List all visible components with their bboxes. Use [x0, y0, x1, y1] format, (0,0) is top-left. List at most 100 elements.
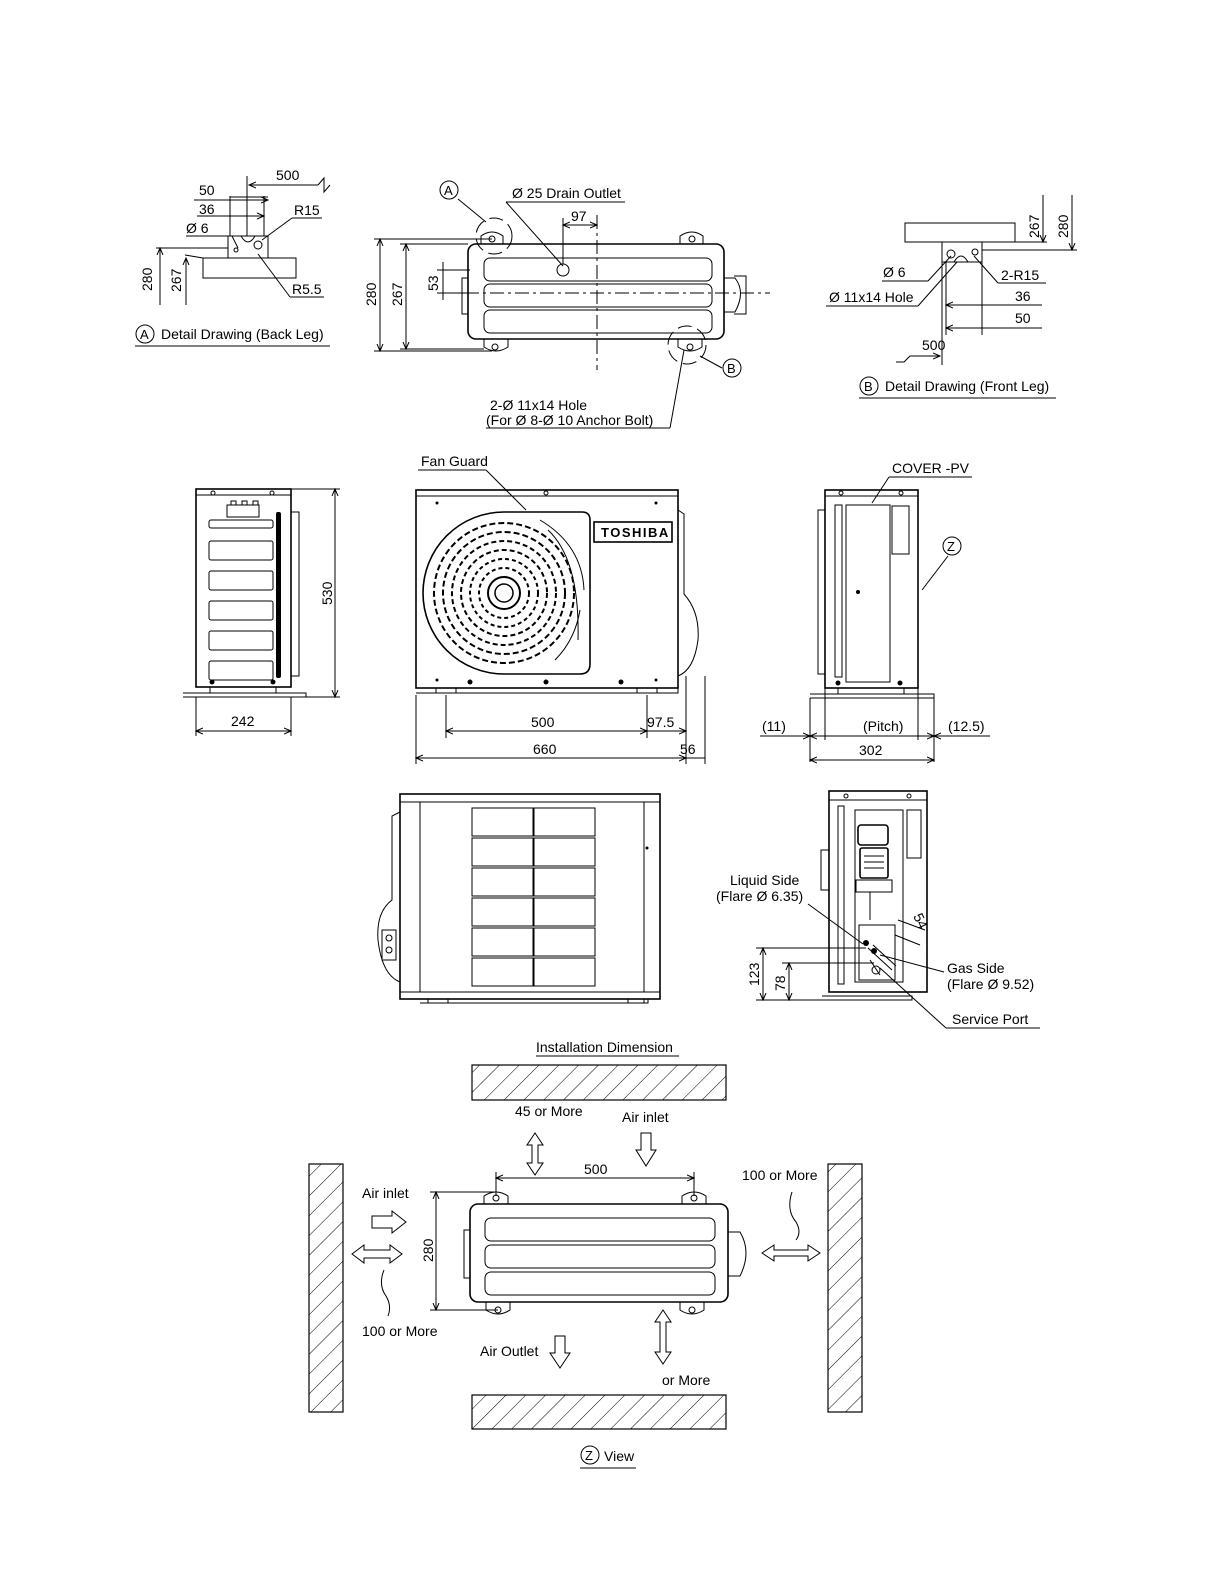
wall-top [471, 1064, 727, 1101]
dim-97-5: 97.5 [647, 714, 674, 730]
detail-a-back-leg: 500 50 36 R15 Ø 6 R5.5 280 267 A Detail … [135, 167, 331, 347]
dim-242: 242 [231, 713, 255, 729]
fan-guard-outline [422, 511, 591, 675]
dim-660: 660 [533, 741, 557, 757]
brand-plate [593, 521, 673, 543]
rear-view [377, 793, 661, 1004]
service-port-label: Service Port [952, 1011, 1028, 1027]
leg-bracket [941, 241, 983, 263]
fan-hub [494, 583, 514, 603]
right-clearance-label: 100 or More [742, 1167, 818, 1183]
installation-title: Installation Dimension [536, 1039, 673, 1055]
foot-plate [904, 222, 1016, 243]
z-view-caption: Z View [580, 1445, 636, 1469]
dim-123: 123 [746, 962, 762, 986]
left-clearance-arrow [351, 1244, 403, 1264]
marker-z: Z [947, 539, 955, 554]
air-outlet-arrow [549, 1335, 571, 1369]
brand-logo: TOSHIBA [601, 525, 670, 540]
air-inlet-left-arrow [371, 1209, 407, 1235]
cover-pv [845, 504, 891, 683]
left-grille [208, 519, 274, 681]
leg-bracket [227, 235, 269, 259]
front-view: TOSHIBA Fan Guard 500 97.5 660 56 [416, 453, 706, 764]
dim-12-5: (12.5) [948, 718, 985, 734]
hole-label-2: (For Ø 8-Ø 10 Anchor Bolt) [486, 412, 653, 428]
dim-500: 500 [584, 1161, 608, 1177]
right-side-view: COVER -PV Z (11) (Pitch) (12.5) 302 [760, 460, 990, 762]
bottom-clearance-label: or More [662, 1372, 710, 1388]
install-unit [469, 1203, 729, 1303]
dim-280: 280 [363, 282, 379, 306]
liquid-side-label-2: (Flare Ø 6.35) [716, 888, 803, 904]
dim-r5-5: R5.5 [292, 281, 322, 297]
dim-78: 78 [772, 975, 788, 991]
cover-pv-label: COVER -PV [892, 460, 970, 476]
dim-280: 280 [420, 1238, 436, 1262]
service-valve-view: Liquid Side (Flare Ø 6.35) Gas Side (Fla… [716, 790, 1040, 1029]
detail-a-title: Detail Drawing (Back Leg) [161, 326, 324, 342]
dim-phi6: Ø 6 [186, 220, 209, 236]
foot-plate [202, 257, 297, 279]
rear-grille [471, 807, 596, 987]
wall-right [827, 1163, 863, 1413]
left-clearance-label: 100 or More [362, 1323, 438, 1339]
rear-valve-box [381, 929, 397, 961]
dim-2-r15: 2-R15 [1001, 267, 1039, 283]
right-clearance-arrow [761, 1244, 821, 1262]
hole-label: Ø 11x14 Hole [829, 289, 914, 305]
top-view: Ø 25 Drain Outlet 97 53 280 267 A B 2-Ø … [363, 180, 770, 429]
gas-side-label-2: (Flare Ø 9.52) [947, 976, 1034, 992]
installation-dimension: Installation Dimension 500 280 45 [308, 1039, 863, 1430]
dim-50: 50 [199, 182, 215, 198]
wall-left [308, 1163, 344, 1413]
detail-b-title: Detail Drawing (Front Leg) [885, 378, 1049, 394]
right-body [824, 489, 919, 689]
dim-phi6: Ø 6 [883, 264, 906, 280]
drain-label: Ø 25 Drain Outlet [512, 185, 621, 201]
dim-56: 56 [680, 741, 696, 757]
dim-267: 267 [389, 282, 405, 306]
valve-side-body [828, 790, 928, 993]
detail-a-callout-circle [475, 217, 513, 255]
dim-97: 97 [571, 208, 587, 224]
dim-500: 500 [922, 337, 946, 353]
dim-280: 280 [139, 267, 155, 291]
detail-b-callout-circle [667, 325, 707, 365]
liquid-side-label-1: Liquid Side [730, 872, 799, 888]
dim-267: 267 [1026, 214, 1042, 238]
air-inlet-top-label: Air inlet [622, 1109, 669, 1125]
wall-bottom [471, 1394, 727, 1430]
detail-b-front-leg: 267 280 Ø 6 2-R15 Ø 11x14 Hole 36 50 500… [826, 195, 1077, 399]
dim-500: 500 [531, 714, 555, 730]
dim-50: 50 [1015, 310, 1031, 326]
dim-36: 36 [1015, 288, 1031, 304]
top-clearance-label: 45 or More [515, 1103, 583, 1119]
dim-530: 530 [319, 581, 335, 605]
dim-53: 53 [425, 275, 441, 291]
left-side-strip [276, 512, 281, 678]
z-view-label: View [604, 1448, 635, 1464]
dim-11: (11) [762, 718, 786, 734]
marker-a-circle [135, 324, 155, 344]
dim-pitch: (Pitch) [863, 718, 903, 734]
dim-r15: R15 [294, 202, 320, 218]
air-outlet-label: Air Outlet [480, 1343, 538, 1359]
bottom-clearance-arrow [654, 1309, 672, 1365]
marker-b: B [727, 361, 736, 376]
left-side-view: 530 242 [183, 489, 340, 736]
fan-guard-label: Fan Guard [421, 453, 488, 469]
bolt-hole [253, 240, 263, 250]
marker-z: Z [585, 1448, 593, 1463]
marker-a: A [444, 183, 453, 198]
dim-500: 500 [276, 167, 300, 183]
air-inlet-left-label: Air inlet [362, 1185, 409, 1201]
marker-a: A [140, 327, 149, 342]
fan-guard [422, 511, 591, 675]
dim-267: 267 [168, 268, 184, 292]
top-clearance-arrow [526, 1132, 544, 1176]
air-inlet-top-arrow [635, 1132, 657, 1167]
marker-b: B [864, 379, 873, 394]
gas-side-label-1: Gas Side [947, 960, 1005, 976]
